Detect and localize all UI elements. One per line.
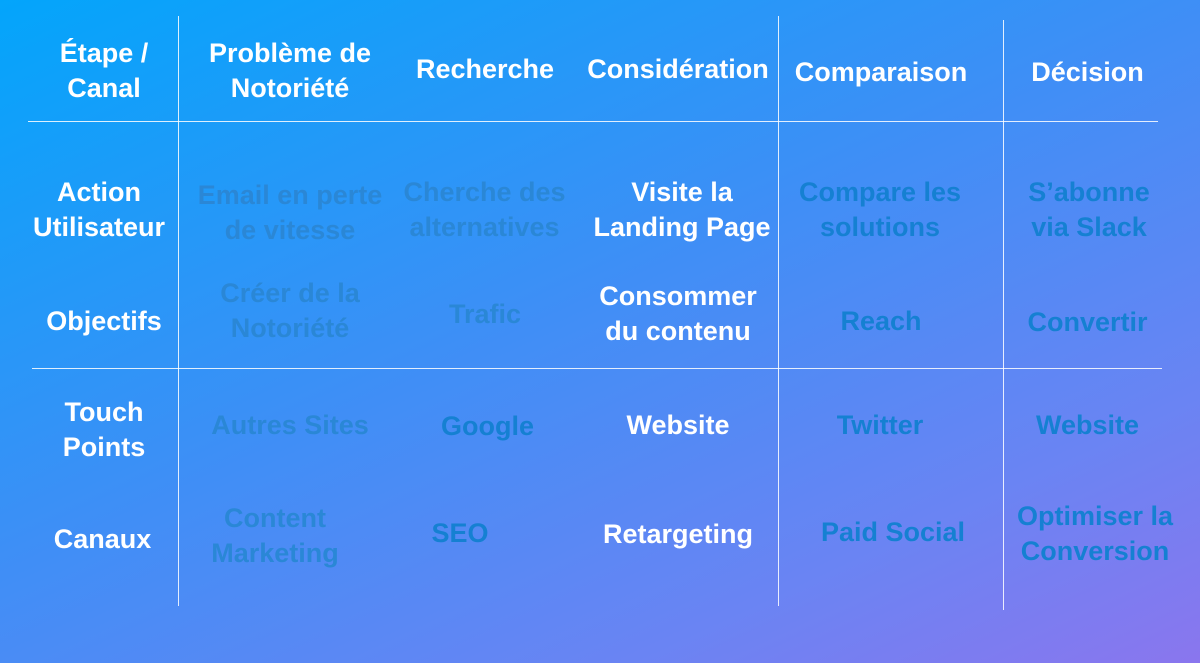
cell-user-action-awareness: Email en perte de vitesse: [197, 180, 383, 245]
stage-header-awareness: Problème de Notoriété: [208, 38, 372, 103]
header-divider: [28, 121, 1158, 122]
row-label-touch-points: Touch Points: [62, 397, 146, 462]
column-divider-3: [1003, 20, 1004, 610]
corner-header: Étape / Canal: [59, 38, 149, 103]
cell-channels-decision: Optimiser la Conversion: [1016, 501, 1174, 566]
cell-channels-consideration: Retargeting: [602, 518, 754, 549]
cell-objectives-decision: Convertir: [1027, 306, 1148, 337]
stage-header-comparison: Comparaison: [794, 56, 968, 87]
cell-channels-comparison: Paid Social: [820, 516, 966, 547]
cell-user-action-decision: S’abonne via Slack: [1028, 177, 1150, 242]
cell-channels-research: SEO: [431, 517, 489, 548]
cell-objectives-research: Trafic: [448, 298, 522, 329]
stage-header-consideration: Considération: [587, 53, 769, 84]
stage-header-decision: Décision: [1031, 56, 1144, 87]
cell-user-action-consideration: Visite la Landing Page: [593, 177, 771, 242]
cell-touch-points-research: Google: [441, 410, 534, 441]
cell-touch-points-decision: Website: [1035, 409, 1140, 440]
column-divider-1: [178, 16, 179, 606]
cell-objectives-awareness: Créer de la Notoriété: [220, 278, 360, 343]
cell-user-action-comparison: Compare les solutions: [798, 177, 962, 242]
cell-channels-awareness: Content Marketing: [211, 503, 339, 568]
row-label-channels: Canaux: [53, 523, 152, 554]
cell-user-action-research: Cherche des alternatives: [403, 177, 566, 242]
cell-touch-points-comparison: Twitter: [836, 409, 924, 440]
cell-touch-points-awareness: Autres Sites: [211, 409, 369, 440]
middle-divider: [32, 368, 1162, 369]
cell-objectives-consideration: Consommer du contenu: [599, 281, 757, 346]
row-label-user-action: Action Utilisateur: [32, 177, 166, 242]
stage-header-research: Recherche: [415, 53, 555, 84]
column-divider-2: [778, 16, 779, 606]
cell-touch-points-consideration: Website: [626, 409, 730, 440]
row-label-objectives: Objectifs: [46, 305, 162, 336]
cell-objectives-comparison: Reach: [840, 305, 922, 336]
